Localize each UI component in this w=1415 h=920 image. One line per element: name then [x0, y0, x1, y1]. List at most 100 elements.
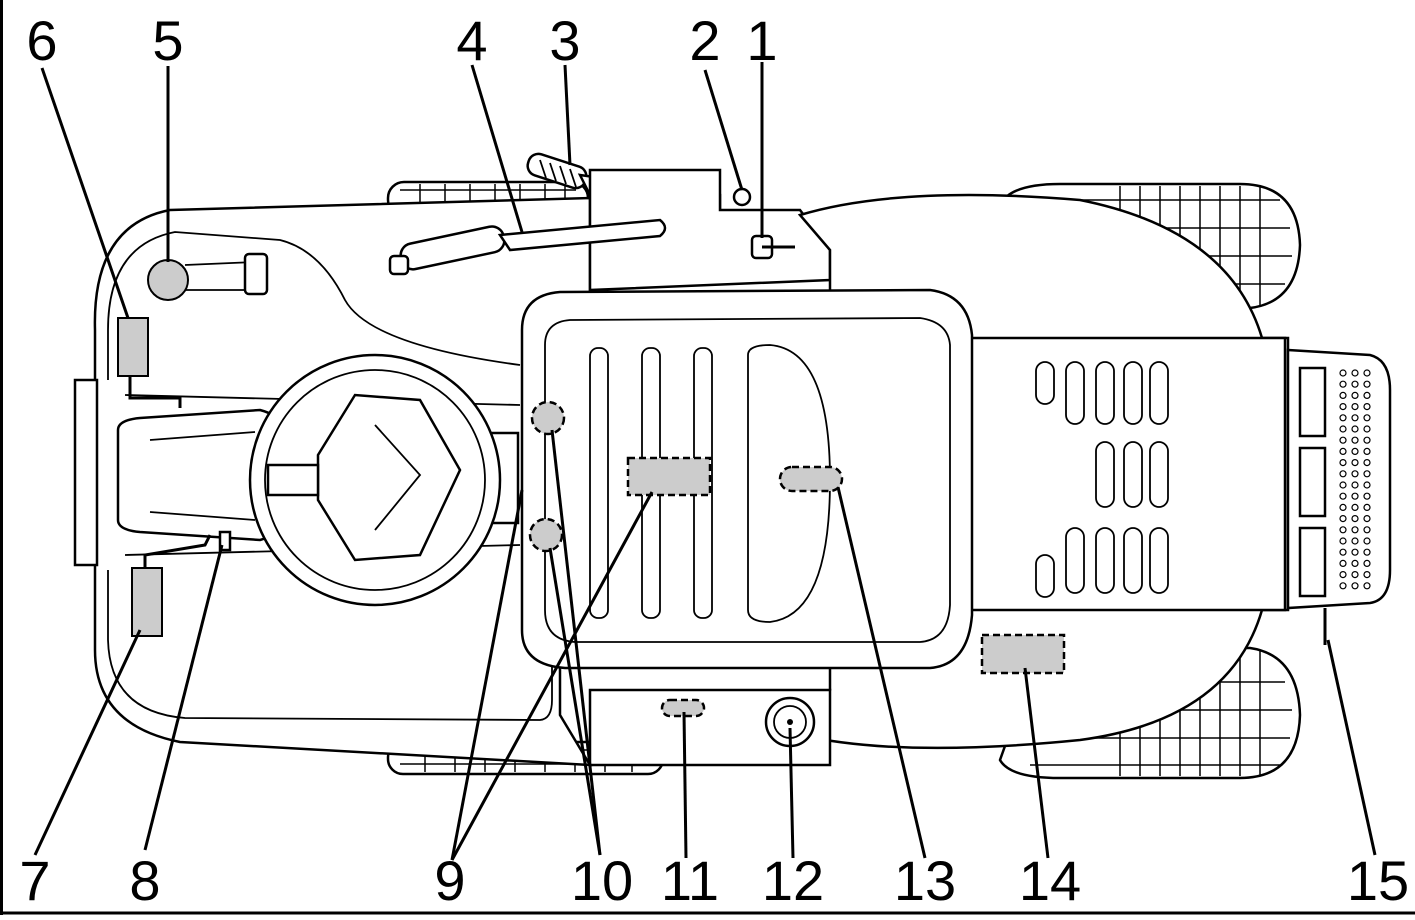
leader-2	[703, 69, 744, 191]
grille-hole	[1351, 369, 1359, 377]
leader-9a	[450, 489, 524, 861]
leader-10b	[548, 547, 602, 856]
hood-vents	[1035, 361, 1169, 598]
seat-contour	[149, 431, 256, 521]
grille-hole	[1363, 481, 1371, 489]
leader-6	[40, 67, 130, 319]
control-2	[732, 187, 752, 207]
grille-hole	[1351, 514, 1359, 523]
grille-hole	[1339, 492, 1347, 500]
grille-hole	[1363, 459, 1371, 467]
grille-hole	[1339, 537, 1347, 545]
grille-hole	[1351, 570, 1359, 579]
marker-13	[778, 465, 844, 493]
grille-hole	[1339, 481, 1347, 489]
grille-hole	[1339, 414, 1347, 422]
pedal-7-rod	[143, 534, 212, 568]
grille-hole	[1363, 570, 1371, 579]
grille-hole	[1339, 425, 1347, 433]
center-cover-inner	[544, 317, 951, 643]
grille-hole	[1363, 514, 1371, 523]
steering-wheel	[248, 353, 502, 607]
grille-hole	[1351, 559, 1359, 568]
grille-hole	[1351, 503, 1359, 511]
grille-slot-1	[1298, 366, 1327, 438]
grille-hole	[1363, 403, 1371, 411]
callout-15: 15	[1347, 849, 1409, 912]
leader-15	[1326, 639, 1377, 856]
callout-12: 12	[762, 849, 824, 912]
rear-body-inner-top	[107, 231, 521, 380]
grille-hole	[1363, 526, 1371, 534]
grille-hole	[1339, 459, 1347, 467]
grille-hole	[1363, 548, 1371, 556]
marker-10-bottom	[528, 517, 564, 553]
grille-hole	[1351, 548, 1359, 556]
grille-holes	[1339, 369, 1371, 590]
grille-hole	[1351, 481, 1359, 489]
rear-bumper	[73, 378, 99, 567]
leader-8	[143, 544, 224, 851]
callout-4: 4	[456, 9, 487, 72]
leader-11	[682, 711, 688, 859]
knob-5-bracket	[243, 252, 269, 296]
grille-hole	[1339, 447, 1347, 455]
leader-14	[1023, 667, 1050, 859]
hood-top-plate	[963, 336, 1287, 612]
grille-hole	[1363, 470, 1371, 478]
grille-hole	[1363, 380, 1371, 388]
callout-2: 2	[689, 9, 720, 72]
grille-hole	[1351, 414, 1359, 422]
callout-13: 13	[894, 849, 956, 912]
leader-9b	[450, 491, 654, 861]
grille-hole	[1339, 391, 1347, 399]
grille-hole	[1363, 391, 1371, 399]
callout-1: 1	[746, 9, 777, 72]
marker-10-top	[530, 400, 566, 436]
lever-4	[388, 218, 667, 276]
callout-14: 14	[1019, 849, 1081, 912]
leader-13	[836, 486, 927, 859]
grille-hole	[1351, 447, 1359, 455]
grille-hole	[1351, 425, 1359, 433]
grille-hole	[1363, 369, 1371, 377]
grille-slot-2	[1298, 446, 1327, 518]
pedal-6	[117, 317, 149, 377]
marker-11	[660, 698, 706, 718]
grille-hole	[1339, 526, 1347, 534]
grille-hole	[1363, 582, 1371, 590]
lever-3	[526, 152, 832, 292]
marker-9	[626, 456, 712, 497]
leader-10a	[550, 429, 602, 856]
grille-hole	[1339, 570, 1347, 579]
grille-hole	[1351, 391, 1359, 399]
grille-hole	[1351, 380, 1359, 388]
grille-hole	[1351, 537, 1359, 545]
grille-hole	[1339, 403, 1347, 411]
pedal-7	[131, 567, 163, 637]
cap-12-center	[787, 719, 793, 725]
grille-hole	[1339, 503, 1347, 511]
grille-hole	[1339, 559, 1347, 568]
grille-hole	[1351, 436, 1359, 444]
lever-8	[218, 530, 232, 552]
grille-hole	[1339, 380, 1347, 388]
grille-hole	[1351, 470, 1359, 478]
grille-hole	[1351, 582, 1359, 590]
pedal-6-rod	[128, 376, 182, 408]
grille-hole	[1339, 548, 1347, 556]
grille-slot-3	[1298, 526, 1327, 598]
grille-hole	[1351, 492, 1359, 500]
grille-hole	[1363, 503, 1371, 511]
callout-5: 5	[152, 9, 183, 72]
callout-10: 10	[571, 849, 633, 912]
grille-hole	[1339, 514, 1347, 523]
leader-3	[563, 64, 572, 166]
leader-lines	[33, 62, 1377, 861]
grille-hole	[1363, 414, 1371, 422]
knob-5	[147, 259, 189, 301]
grille-hole	[1363, 436, 1371, 444]
leader-4	[470, 64, 524, 233]
